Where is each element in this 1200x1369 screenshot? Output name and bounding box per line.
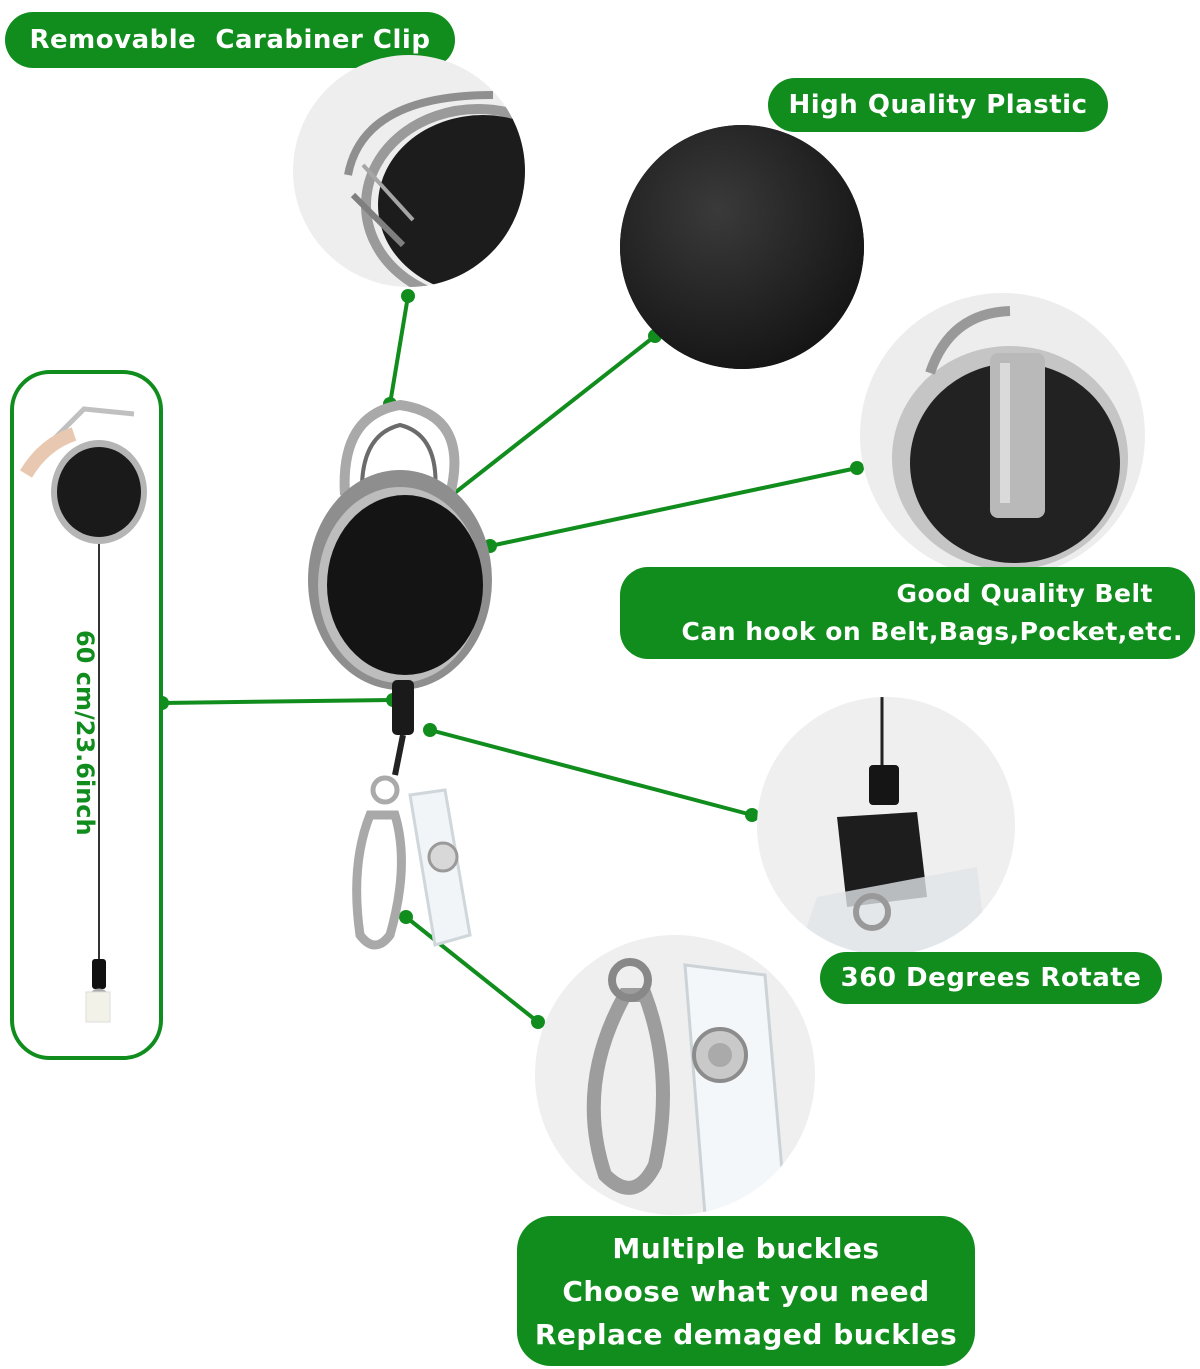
buckles-line-3: Replace demaged buckles <box>534 1317 958 1351</box>
carabiner-closeup-icon <box>293 55 525 287</box>
rotate-label: 360 Degrees Rotate <box>820 952 1162 1004</box>
plastic-texture-icon <box>620 125 864 369</box>
belt-clip-closeup-icon <box>860 293 1145 578</box>
buckles-label: Multiple buckles Choose what you need Re… <box>517 1216 975 1366</box>
belt-line-2: Can hook on Belt,Bags,Pocket,etc. <box>681 617 1183 646</box>
buckles-line-2: Choose what you need <box>562 1274 930 1308</box>
badge-reel-product-icon <box>308 399 492 950</box>
length-text: 60 cm/23.6inch <box>71 630 99 836</box>
swivel-closeup-icon <box>757 697 1015 955</box>
belt-label: Good Quality Belt Can hook on Belt,Bags,… <box>620 567 1195 659</box>
extended-reel-panel <box>10 370 163 1060</box>
belt-line-1: Good Quality Belt <box>896 579 1153 608</box>
plastic-label: High Quality Plastic <box>768 78 1108 132</box>
extended-reel-icon <box>19 406 147 1023</box>
buckles-closeup-icon <box>535 935 815 1215</box>
buckles-line-1: Multiple buckles <box>612 1231 880 1265</box>
rotate-text: 360 Degrees Rotate <box>840 963 1142 993</box>
plastic-text: High Quality Plastic <box>788 90 1088 120</box>
carabiner-clip-text: Removable Carabiner Clip <box>29 25 431 55</box>
